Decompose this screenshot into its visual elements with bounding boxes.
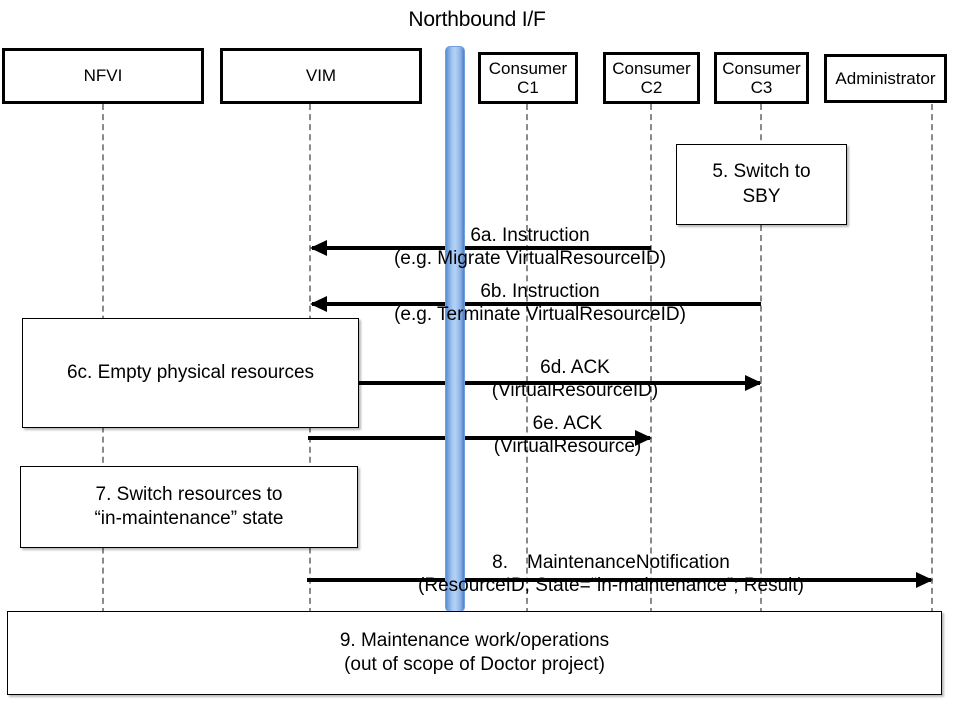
message-label-6a-line1: 6a. Instruction bbox=[470, 225, 590, 246]
actor-label-vim: VIM bbox=[305, 66, 337, 86]
actor-label-admin: Administrator bbox=[835, 68, 936, 88]
note-box-step6c: 6c. Empty physical resources bbox=[22, 318, 359, 428]
message-line-6b bbox=[312, 302, 761, 306]
actor-label-c3: Consumer C3 bbox=[722, 58, 801, 97]
lifeline-c2 bbox=[650, 104, 652, 614]
diagram-title: Northbound I/F bbox=[408, 8, 546, 31]
message-label-6a-line2: (e.g. Migrate VirtualResourceID) bbox=[393, 248, 667, 270]
lifeline-c3 bbox=[760, 104, 762, 614]
message-label-6d-line1: 6d. ACK bbox=[540, 357, 610, 378]
actor-box-vim[interactable]: VIM bbox=[220, 48, 422, 104]
arrow-head-6a bbox=[310, 240, 327, 256]
message-label-6d: 6d. ACK(VirtualResourceID) bbox=[460, 356, 690, 402]
note-box-step9: 9. Maintenance work/operations (out of s… bbox=[7, 611, 942, 695]
arrow-head-6e bbox=[635, 430, 652, 446]
message-line-6e bbox=[308, 436, 650, 440]
actor-box-c3[interactable]: Consumer C3 bbox=[714, 52, 809, 104]
actor-label-nfvi: NFVI bbox=[83, 66, 123, 86]
actor-box-nfvi[interactable]: NFVI bbox=[2, 48, 204, 104]
arrow-head-6d bbox=[745, 375, 762, 391]
message-label-8-line2: (ResourceID; State=“in-maintenance”; Res… bbox=[418, 575, 804, 597]
lifeline-admin bbox=[931, 104, 933, 614]
message-label-6d-line2: (VirtualResourceID) bbox=[491, 380, 659, 402]
lifeline-c1 bbox=[526, 104, 528, 614]
actor-box-c1[interactable]: Consumer C1 bbox=[478, 52, 578, 104]
arrow-head-6b bbox=[310, 296, 327, 312]
message-line-6d bbox=[358, 381, 760, 385]
note-box-step5: 5. Switch to SBY bbox=[676, 144, 847, 225]
message-label-8: 8. MaintenanceNotification(ResourceID; S… bbox=[365, 551, 857, 597]
message-line-8 bbox=[307, 578, 931, 582]
northbound-interface-bar bbox=[445, 46, 465, 612]
actor-label-c1: Consumer C1 bbox=[488, 58, 568, 97]
message-label-6e-line2: (VirtualResource) bbox=[493, 436, 642, 458]
message-label-6b-line2: (e.g. Terminate VirtualResourceID) bbox=[394, 304, 686, 326]
message-label-8-line1: 8. MaintenanceNotification bbox=[492, 552, 730, 573]
actor-box-admin[interactable]: Administrator bbox=[824, 54, 947, 103]
message-label-6e-line1: 6e. ACK bbox=[532, 413, 603, 434]
actor-box-c2[interactable]: Consumer C2 bbox=[603, 52, 700, 104]
message-label-6a: 6a. Instruction(e.g. Migrate VirtualReso… bbox=[360, 224, 700, 270]
message-label-6e: 6e. ACK(VirtualResource) bbox=[460, 412, 675, 458]
message-line-6a bbox=[312, 246, 651, 250]
message-label-6b: 6b. Instruction(e.g. Terminate VirtualRe… bbox=[360, 280, 720, 326]
note-box-step7: 7. Switch resources to “in-maintenance” … bbox=[20, 466, 358, 548]
message-label-6b-line1: 6b. Instruction bbox=[480, 281, 600, 302]
actor-label-c2: Consumer C2 bbox=[612, 58, 691, 97]
arrow-head-8 bbox=[916, 572, 933, 588]
